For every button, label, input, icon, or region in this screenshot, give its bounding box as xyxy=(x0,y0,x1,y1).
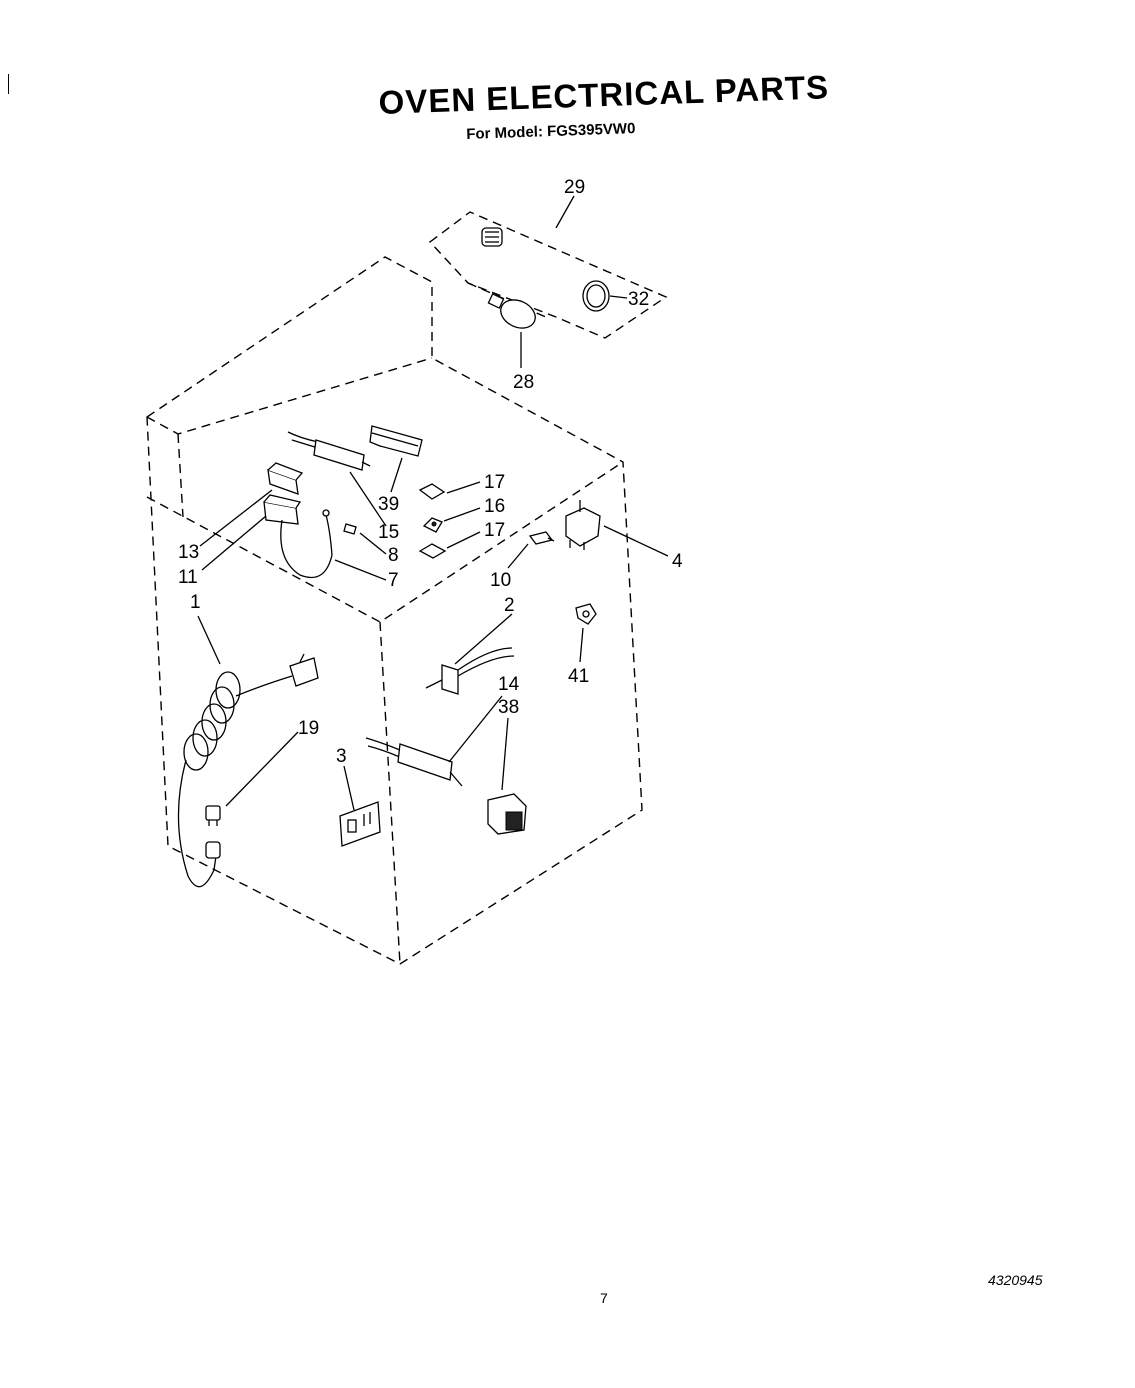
callout-39: 39 xyxy=(378,494,399,515)
callout-16: 16 xyxy=(484,496,505,517)
wire-block-part xyxy=(287,431,371,471)
selector-switch-part xyxy=(565,500,601,550)
callout-13: 13 xyxy=(178,542,199,563)
lamp-assembly-outline xyxy=(428,211,668,339)
bracket-part xyxy=(267,462,304,495)
callout-32: 32 xyxy=(628,289,649,310)
callout-15: 15 xyxy=(378,522,399,543)
callout-3: 3 xyxy=(336,746,347,767)
leader-lines xyxy=(197,195,669,811)
callout-19: 19 xyxy=(298,718,319,739)
page-number: 7 xyxy=(600,1290,608,1306)
oven-cabinet-outline xyxy=(146,256,643,965)
small-clip-part xyxy=(343,523,357,535)
insulator-17-top-part xyxy=(418,483,446,500)
clip-41-part xyxy=(575,603,597,625)
callout-14: 14 xyxy=(498,674,520,695)
transformer-part xyxy=(263,494,333,579)
margin-mark xyxy=(8,74,10,94)
callout-17-bottom: 17 xyxy=(484,520,505,541)
ignitor-part xyxy=(425,647,515,695)
callout-38: 38 xyxy=(498,697,519,718)
lamp-lens-ring-part xyxy=(582,280,610,312)
callout-29: 29 xyxy=(564,177,585,198)
document-number: 4320945 xyxy=(988,1272,1043,1288)
callout-8: 8 xyxy=(388,545,399,566)
callout-2: 2 xyxy=(504,595,515,616)
callout-28: 28 xyxy=(513,372,534,393)
terminal-block-part xyxy=(369,425,423,457)
connector-19-part xyxy=(205,805,221,826)
callout-41: 41 xyxy=(568,666,589,687)
callout-4: 4 xyxy=(672,551,683,572)
light-bulb-part xyxy=(487,293,536,329)
callout-labels: 29 32 28 39 15 17 16 17 13 11 8 7 1 10 4… xyxy=(178,177,683,767)
callout-17-top: 17 xyxy=(484,472,505,493)
insulator-17-bottom-part xyxy=(418,543,447,559)
wire-block-14-part xyxy=(365,737,463,787)
callout-11: 11 xyxy=(178,567,198,588)
callout-7: 7 xyxy=(388,570,399,591)
power-cord-part xyxy=(177,653,319,888)
switch-10-part xyxy=(528,531,555,545)
callout-1: 1 xyxy=(190,592,201,613)
lamp-socket-part xyxy=(481,227,503,247)
callout-10: 10 xyxy=(490,570,511,591)
switch-16-part xyxy=(422,517,443,533)
control-board-part xyxy=(339,801,381,847)
relay-38-part xyxy=(487,793,527,835)
